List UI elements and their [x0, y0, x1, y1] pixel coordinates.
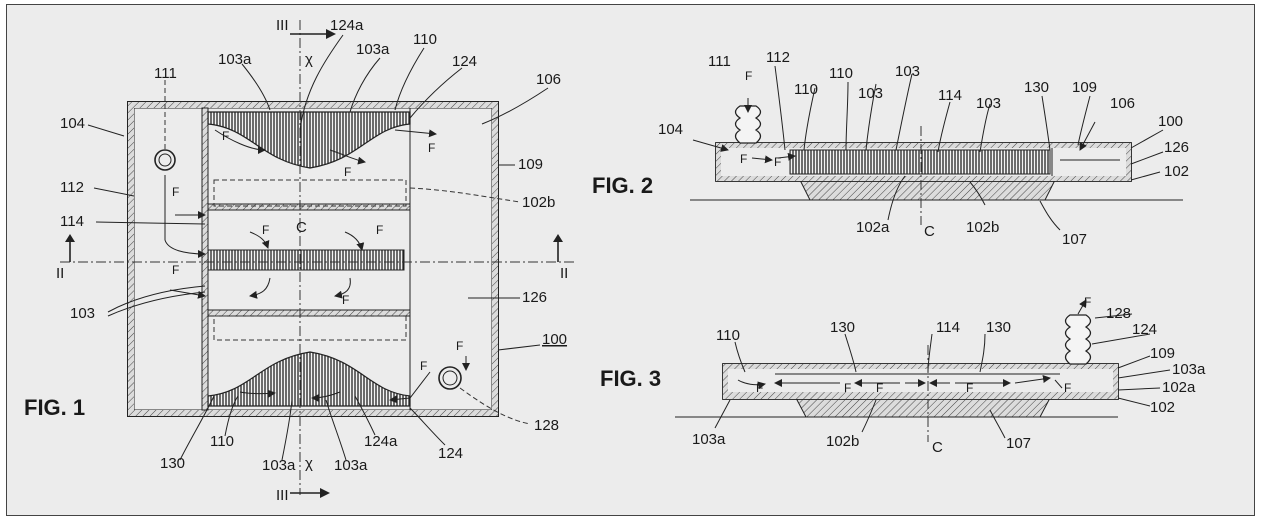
fig1-partition-upper	[207, 203, 411, 211]
fig1-title: FIG. 1	[24, 395, 85, 420]
fig3-fan-bellows-icon	[1064, 314, 1092, 365]
fig2-label-103c: 103	[976, 95, 1001, 112]
fig1-label-124a-bottom: 124a	[364, 433, 398, 450]
fig1-label-100: 100	[542, 331, 567, 348]
fig1-flow-f: F	[222, 129, 229, 143]
fig3-label-103a-right: 103a	[1172, 361, 1206, 378]
fig3-title: FIG. 3	[600, 366, 661, 391]
figure-2	[690, 65, 1183, 231]
fig1-label-103a-top-right: 103a	[356, 41, 390, 58]
fig1-label-ii-left: II	[56, 265, 64, 282]
fig3-label-130b: 130	[986, 319, 1011, 336]
fig1-label-106: 106	[536, 71, 561, 88]
fig1-flow-f: F	[456, 339, 463, 353]
fig3-label-130a: 130	[830, 319, 855, 336]
fig1-label-111: 111	[154, 65, 177, 82]
fig2-flow-f: F	[774, 155, 781, 169]
fig2-fins	[789, 149, 1051, 175]
fig1-label-102b: 102b	[522, 194, 555, 211]
fig2-label-110a: 110	[794, 81, 818, 98]
fig2-label-f: F	[745, 69, 752, 83]
fig1-flow-f: F	[172, 185, 179, 199]
fig1-label-114: 114	[60, 213, 84, 230]
fig2-label-109: 109	[1072, 79, 1097, 96]
fig1-label-124a-top: 124a	[330, 17, 364, 34]
fig2-title: FIG. 2	[592, 173, 653, 198]
fig2-label-102: 102	[1164, 163, 1189, 180]
fig2-label-100: 100	[1158, 113, 1183, 130]
fig2-label-102a: 102a	[856, 219, 890, 236]
fig2-label-112: 112	[766, 49, 790, 66]
fig1-fins-top	[207, 111, 411, 169]
fig2-label-110b: 110	[829, 65, 853, 82]
fig1-flow-f: F	[342, 293, 349, 307]
fig2-label-c: C	[924, 223, 935, 240]
fig1-label-124-bottom: 124	[438, 445, 463, 462]
fig3-label-102b: 102b	[826, 433, 859, 450]
fig1-label-chi-top: χ	[305, 51, 313, 68]
fig1-flow-f: F	[344, 165, 351, 179]
fig2-label-126: 126	[1164, 139, 1189, 156]
fig2-label-104: 104	[658, 121, 683, 138]
fig1-label-103: 103	[70, 305, 95, 322]
fig1-flow-f: F	[262, 223, 269, 237]
fig1-fan-111-icon	[154, 149, 176, 171]
fig2-label-106: 106	[1110, 95, 1135, 112]
fig1-label-126: 126	[522, 289, 547, 306]
fig1-label-103a-bottom-left: 103a	[262, 457, 296, 474]
fig1-fins-center	[207, 249, 405, 271]
fig3-flow-f: F	[876, 381, 883, 395]
fig1-inner-wall-left	[201, 107, 209, 411]
fig1-label-110-bottom: 110	[210, 433, 234, 450]
fig3-label-114: 114	[936, 319, 960, 336]
fig1-flow-f: F	[428, 141, 435, 155]
fig1-label-103a-top-left: 103a	[218, 51, 252, 68]
fig1-label-104: 104	[60, 115, 85, 132]
fig1-label-130: 130	[160, 455, 185, 472]
fig3-label-102: 102	[1150, 399, 1175, 416]
fig3-flow-f: F	[1064, 381, 1071, 395]
fig1-flow-f: F	[376, 223, 383, 237]
fig3-flow-f: F	[1084, 295, 1091, 309]
fig3-label-128: 128	[1106, 305, 1131, 322]
fig3-flow-f: F	[756, 381, 763, 395]
fig1-fins-bottom	[207, 351, 411, 407]
fig1-label-110-top: 110	[413, 31, 437, 48]
fig1-label-103a-bottom-right: 103a	[334, 457, 368, 474]
fig1-label-124-top: 124	[452, 53, 477, 70]
fig2-fan-bellows-icon	[734, 105, 762, 144]
fig3-label-109: 109	[1150, 345, 1175, 362]
fig1-label-128: 128	[534, 417, 559, 434]
fig1-label-ii-right: II	[560, 265, 568, 282]
fig3-flow-f: F	[966, 381, 973, 395]
fig1-flow-f: F	[420, 359, 427, 373]
fig1-partition-lower	[207, 309, 411, 317]
fig3-label-103a-left: 103a	[692, 431, 726, 448]
fig1-label-iii-bottom: III	[276, 487, 289, 504]
fig1-label-iii-top: III	[276, 17, 289, 34]
fig2-label-114: 114	[938, 87, 962, 104]
figure-3	[675, 299, 1171, 442]
fig2-label-107: 107	[1062, 231, 1087, 248]
fig2-label-102b: 102b	[966, 219, 999, 236]
fig1-label-chi-bottom: χ	[305, 455, 313, 472]
fig2-label-103b: 103	[895, 63, 920, 80]
fig1-fan-128-icon	[438, 366, 462, 390]
fig2-label-130: 130	[1024, 79, 1049, 96]
fig1-flow-f: F	[172, 263, 179, 277]
fig3-label-124: 124	[1132, 321, 1157, 338]
fig3-label-102a: 102a	[1162, 379, 1196, 396]
fig2-label-111: 111	[708, 53, 731, 70]
fig3-flow-f: F	[844, 381, 851, 395]
fig2-flow-f: F	[740, 152, 747, 166]
fig1-label-112: 112	[60, 179, 84, 196]
fig3-label-107: 107	[1006, 435, 1031, 452]
fig3-label-c: C	[932, 439, 943, 456]
figure-1	[60, 20, 575, 498]
fig1-label-c: C	[296, 219, 307, 236]
fig2-label-103a: 103	[858, 85, 883, 102]
fig3-label-110: 110	[716, 327, 740, 344]
fig1-label-109: 109	[518, 156, 543, 173]
